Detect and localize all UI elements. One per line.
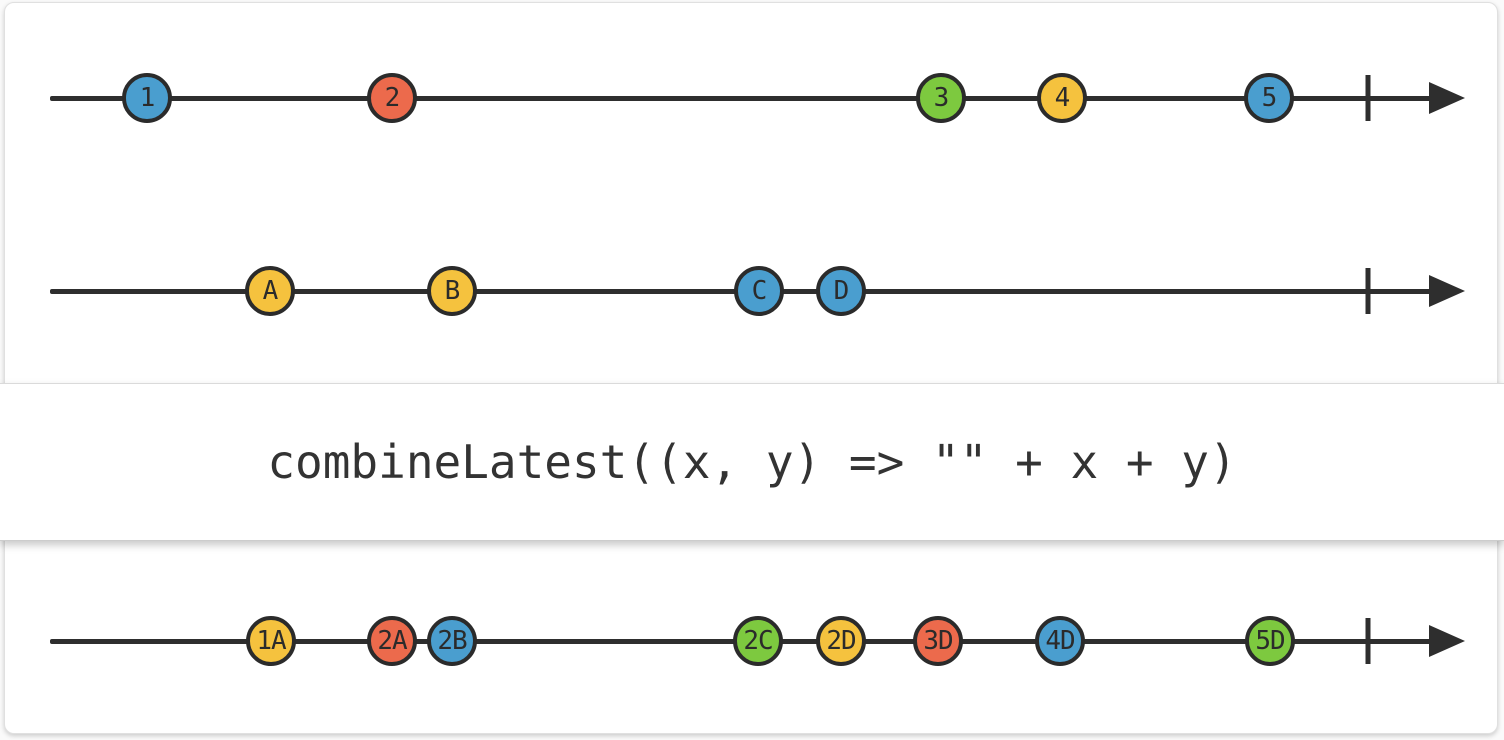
marble-label: 4 (1054, 83, 1071, 113)
marble-label: D (833, 276, 850, 306)
marble-label: 2C (743, 626, 773, 656)
marble-2A: 2A (367, 616, 417, 666)
marble-diagram-card: 1 2 3 4 5 A B C D 1A 2A 2B 2C 2D 3D 4D 5D (4, 2, 1498, 734)
completion-tick (1365, 618, 1371, 664)
marble-label: 4D (1045, 626, 1075, 656)
marble-2D: 2D (816, 616, 866, 666)
marble-5[interactable]: 5 (1244, 73, 1294, 123)
marble-label: 3 (933, 83, 950, 113)
marble-label: 5D (1255, 626, 1285, 656)
marble-B[interactable]: B (427, 266, 477, 316)
marble-label: 3D (923, 626, 953, 656)
arrowhead-icon (1429, 275, 1465, 307)
marble-label: A (262, 276, 279, 306)
operator-box: combineLatest((x, y) => "" + x + y) (0, 383, 1504, 541)
marble-1A: 1A (246, 616, 296, 666)
arrowhead-icon (1429, 82, 1465, 114)
marble-2[interactable]: 2 (367, 73, 417, 123)
marble-D[interactable]: D (816, 266, 866, 316)
marble-label: 2A (377, 626, 407, 656)
operator-label: combineLatest((x, y) => "" + x + y) (267, 435, 1237, 489)
marble-A[interactable]: A (245, 266, 295, 316)
marble-label: C (751, 276, 768, 306)
marble-5D: 5D (1245, 616, 1295, 666)
marble-3[interactable]: 3 (916, 73, 966, 123)
marble-3D: 3D (913, 616, 963, 666)
marble-2C: 2C (733, 616, 783, 666)
timeline-line (50, 95, 1435, 101)
marble-1[interactable]: 1 (122, 73, 172, 123)
completion-tick[interactable] (1365, 75, 1371, 121)
marble-label: B (444, 276, 461, 306)
marble-4D: 4D (1035, 616, 1085, 666)
arrowhead-icon (1429, 625, 1465, 657)
marble-label: 1A (256, 626, 286, 656)
marble-label: 5 (1261, 83, 1278, 113)
marble-label: 2D (826, 626, 856, 656)
marble-label: 1 (139, 83, 156, 113)
completion-tick[interactable] (1365, 268, 1371, 314)
marble-C[interactable]: C (734, 266, 784, 316)
marble-label: 2 (384, 83, 401, 113)
marble-4[interactable]: 4 (1037, 73, 1087, 123)
marble-label: 2B (437, 626, 467, 656)
marble-2B: 2B (427, 616, 477, 666)
